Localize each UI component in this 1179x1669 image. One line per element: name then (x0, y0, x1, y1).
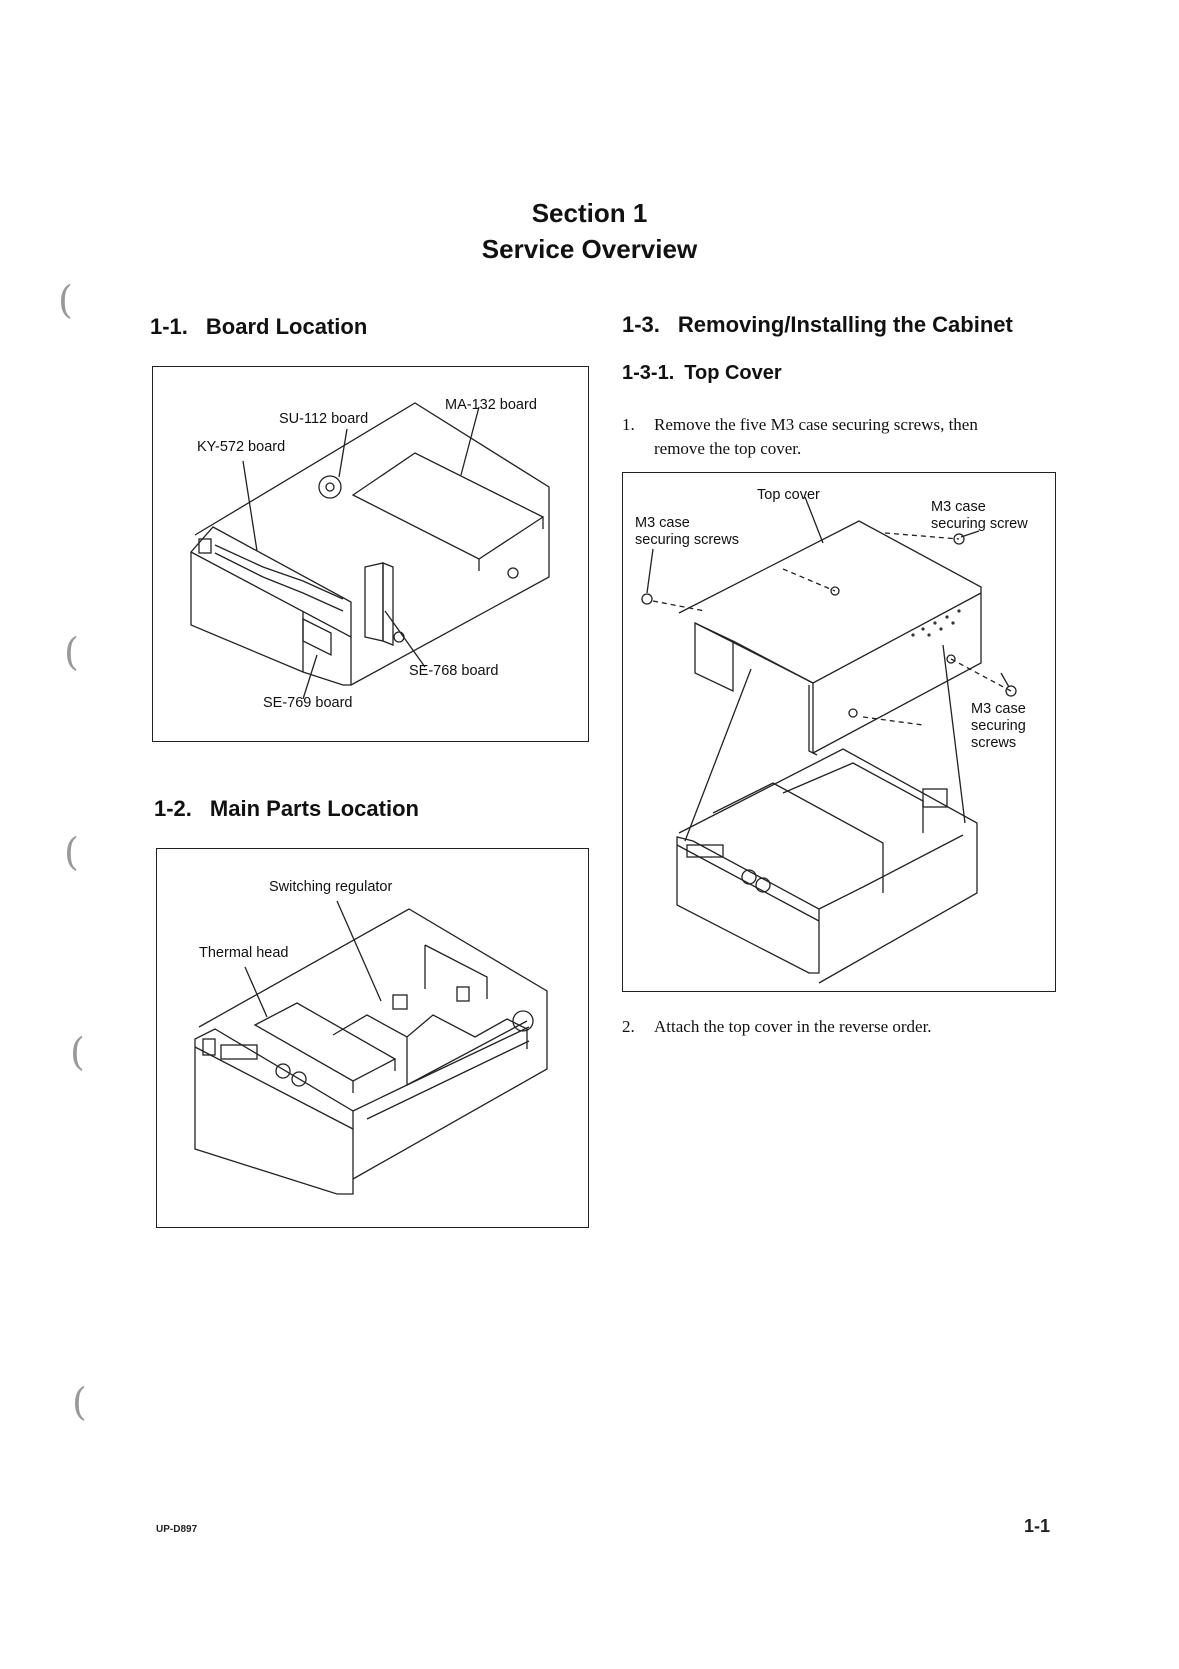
page-title: Service Overview (481, 234, 698, 264)
heading-removing-installing-cabinet: 1-3. Removing/Installing the Cabinet (622, 312, 1013, 338)
label-switching-regulator: Switching regulator (269, 879, 393, 895)
heading-main-parts-location: 1-2. Main Parts Location (154, 796, 419, 822)
board-location-figure: SU-112 board MA-132 board KY-572 board S… (152, 366, 589, 742)
footer-page-number: 1-1 (1024, 1516, 1051, 1536)
heading-number: 1-3-1. (622, 362, 675, 384)
main-parts-figure: Switching regulator Thermal head (156, 848, 589, 1228)
step-text-line: Remove the five M3 case securing screws,… (654, 415, 978, 434)
heading-text: Removing/Installing the Cabinet (677, 312, 1013, 337)
heading-top-cover: 1-3-1. Top Cover (622, 362, 782, 385)
heading-board-location: 1-1. Board Location (150, 314, 367, 340)
main-parts-drawing (194, 900, 548, 1195)
footer-model: UP-D897 (156, 1524, 198, 1535)
label-m3-left-line2: securing screws (635, 532, 739, 548)
step-2: 2. Attach the top cover in the reverse o… (622, 1014, 1052, 1040)
label-m3-right-line2: securing screw (931, 516, 1028, 532)
label-m3-lower-line3: screws (971, 735, 1017, 751)
binder-hole-mark: ( (58, 278, 73, 322)
step-number: 2. (622, 1017, 635, 1036)
heading-text: Main Parts Location (209, 796, 419, 821)
heading-text: Top Cover (684, 362, 782, 384)
binder-hole-mark: ( (64, 830, 79, 874)
label-thermal-head: Thermal head (199, 945, 289, 961)
top-cover-figure: Top cover M3 case securing screws M3 cas… (622, 472, 1056, 992)
label-ma-132-board: MA-132 board (445, 397, 537, 413)
heading-number: 1-1. (150, 314, 188, 339)
label-se-769-board: SE-769 board (263, 695, 353, 711)
binder-hole-mark: ( (64, 630, 79, 674)
heading-number: 1-2. (154, 796, 192, 821)
heading-text: Board Location (205, 314, 368, 339)
label-m3-left-line1: M3 case (635, 515, 690, 531)
heading-number: 1-3. (622, 312, 660, 337)
section-number: Section 1 (531, 198, 648, 228)
label-m3-lower-line1: M3 case (971, 701, 1026, 717)
label-m3-lower-line2: securing (971, 718, 1026, 734)
top-cover-drawing (641, 496, 1017, 984)
step-text-line: remove the top cover. (654, 439, 802, 458)
label-su-112-board: SU-112 board (279, 411, 369, 427)
board-location-drawing (190, 402, 550, 700)
step-1: 1. Remove the five M3 case securing scre… (622, 412, 1052, 464)
binder-hole-mark: ( (70, 1030, 85, 1074)
label-m3-right-line1: M3 case (931, 499, 986, 515)
label-top-cover: Top cover (757, 487, 820, 503)
step-number: 1. (622, 415, 635, 434)
step-text: Attach the top cover in the reverse orde… (654, 1017, 932, 1036)
binder-hole-mark: ( (72, 1380, 87, 1424)
label-ky-572-board: KY-572 board (197, 439, 286, 455)
label-se-768-board: SE-768 board (409, 663, 499, 679)
